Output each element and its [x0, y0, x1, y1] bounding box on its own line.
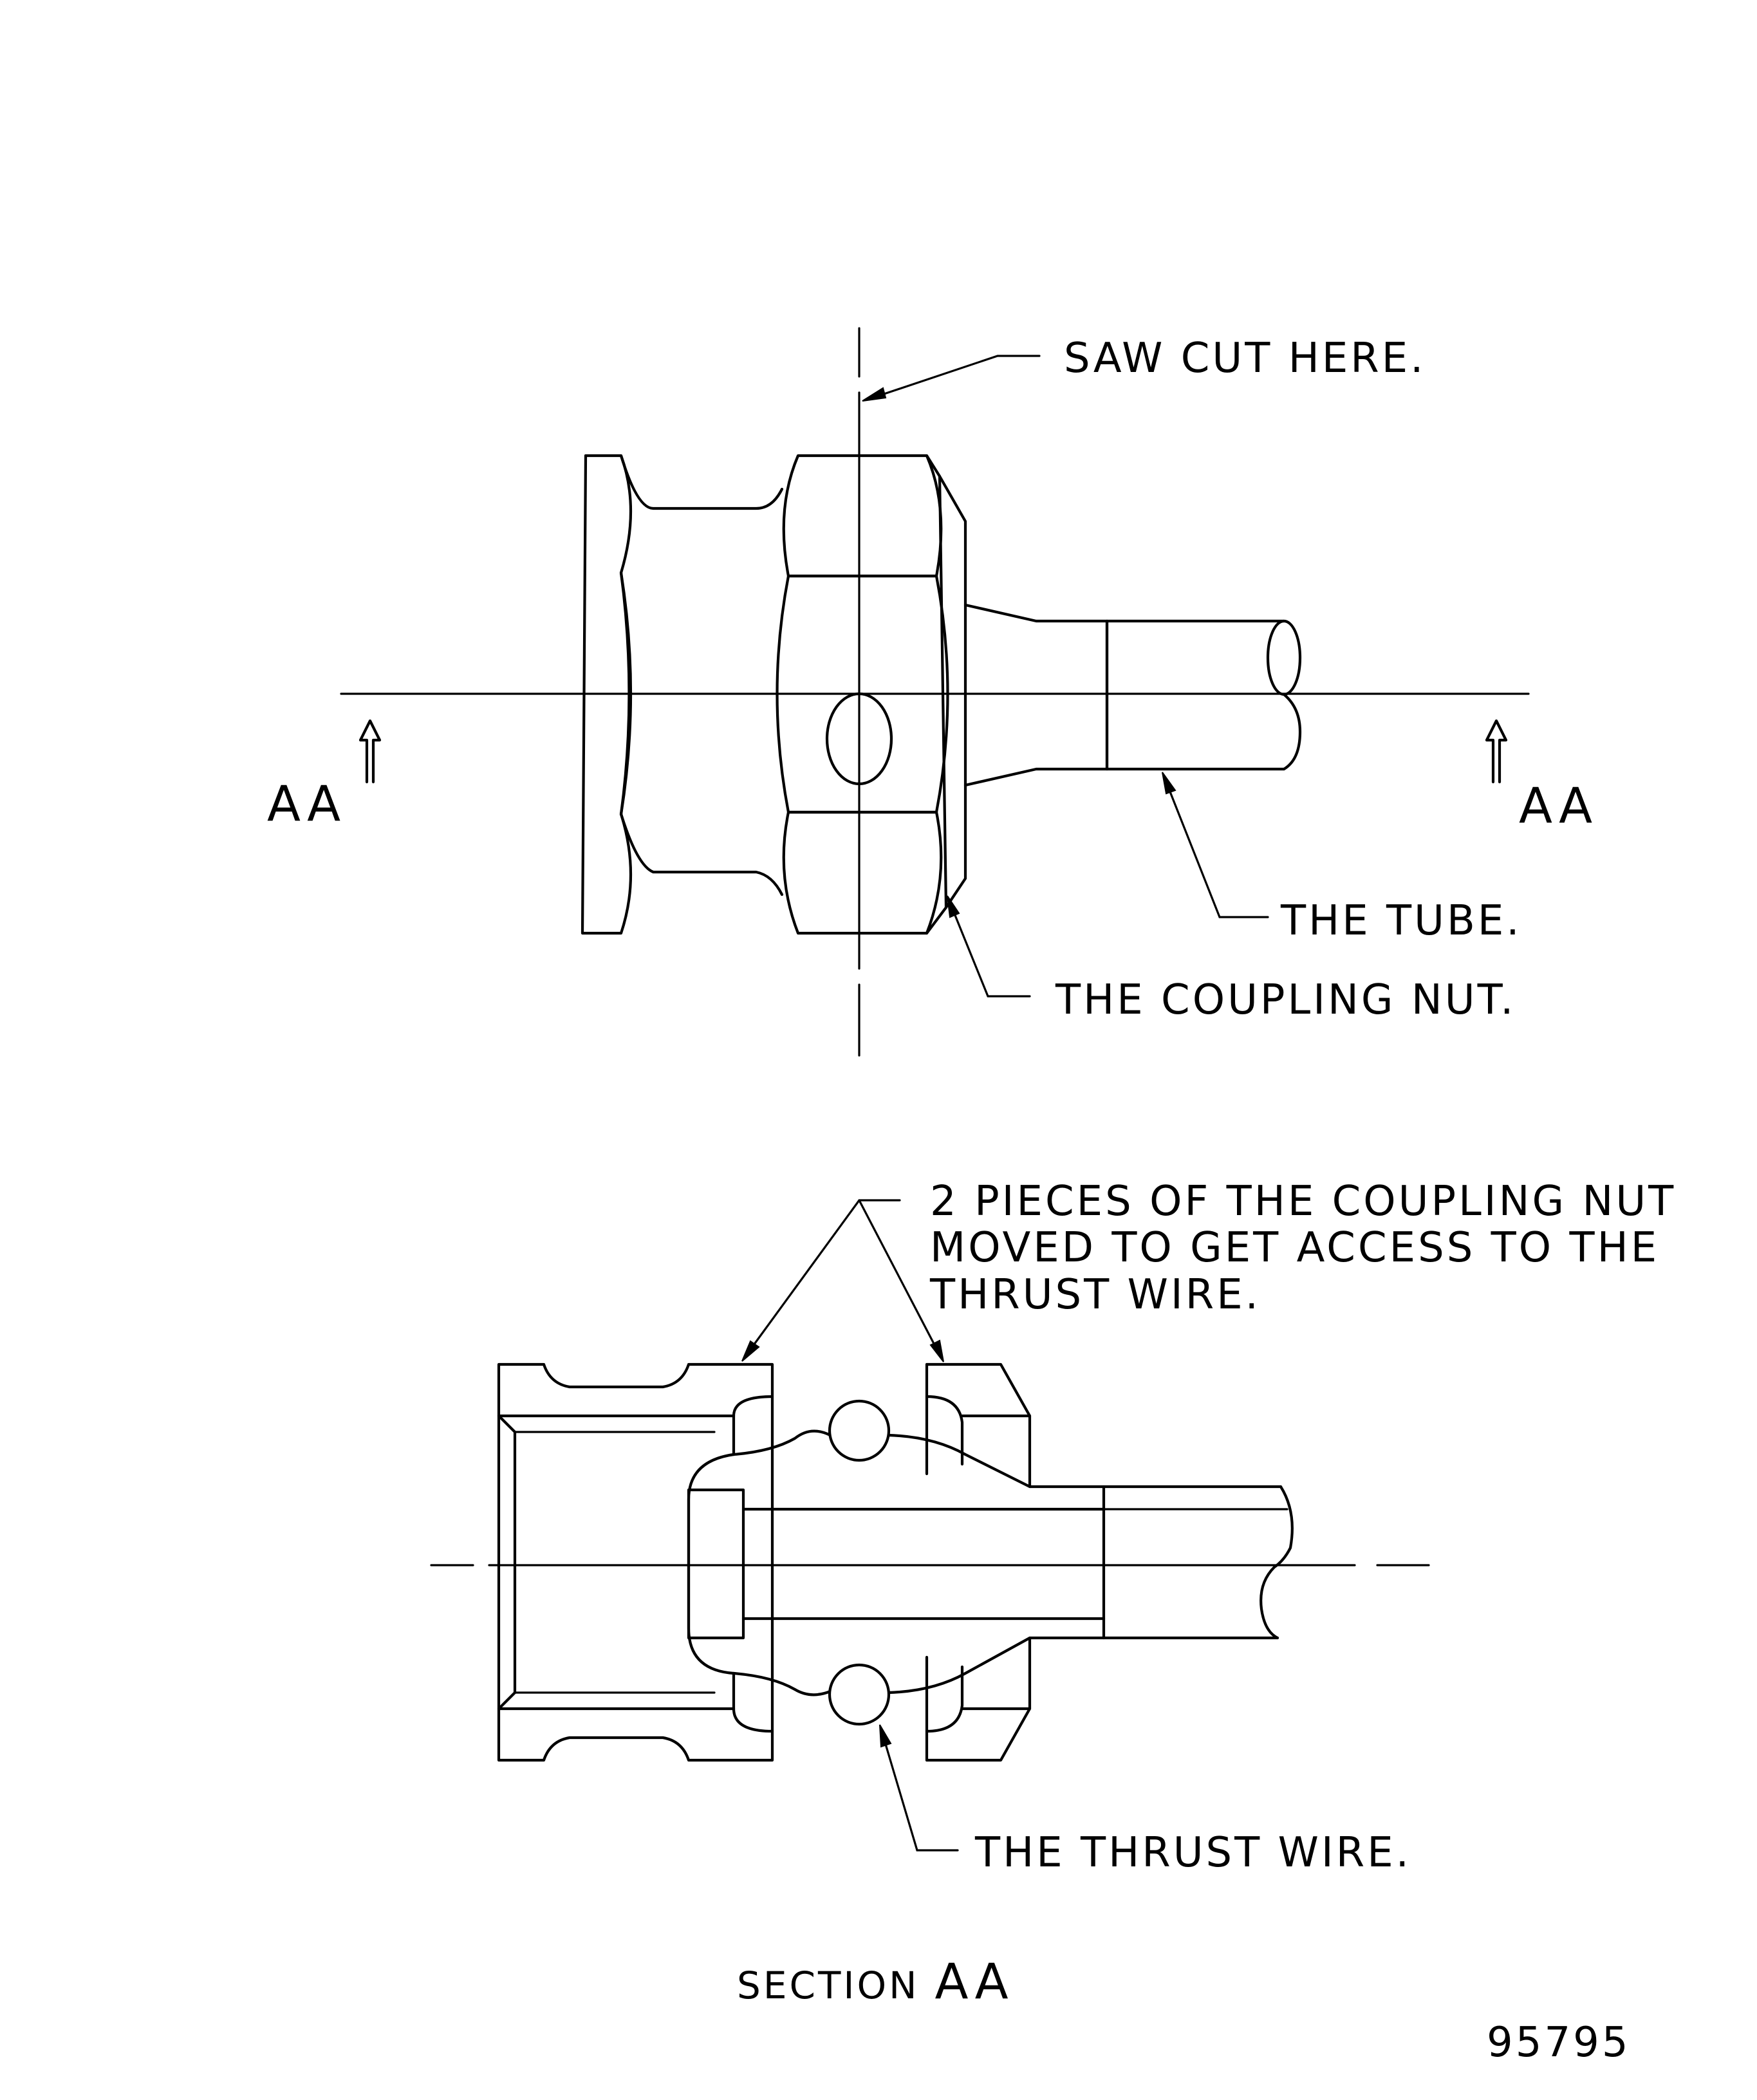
- pieces-label-line2: MOVED TO GET ACCESS TO THE: [930, 1224, 1659, 1272]
- coupling-nut-hex: [776, 454, 967, 935]
- pieces-leader: [741, 1199, 944, 1362]
- section-label-left: AA: [267, 775, 346, 832]
- coupling-nut-piece-left: [497, 1362, 774, 1762]
- figure-number: 95795: [1487, 2019, 1631, 2067]
- section-title: SECTION AA: [737, 1953, 1014, 2010]
- section-arrow-right: [1485, 719, 1508, 784]
- tube-leader: [1162, 772, 1269, 918]
- coupling-nut-piece-right: [925, 1362, 1032, 1762]
- section-view: 2 PIECES OF THE COUPLING NUT MOVED TO GE…: [430, 1178, 1676, 2067]
- nut-hole: [825, 692, 893, 786]
- thrust-wire-label: THE THRUST WIRE.: [974, 1829, 1411, 1877]
- thrust-wire-bottom: [828, 1663, 891, 1726]
- section-title-suffix: AA: [935, 1953, 1014, 2010]
- saw-cut-leader: [862, 355, 1041, 402]
- section-arrow-left: [358, 719, 382, 784]
- saw-cut-label: SAW CUT HERE.: [1064, 335, 1426, 382]
- top-view: SAW CUT HERE. THE COUPLING NUT. THE TUBE…: [267, 327, 1597, 1057]
- tube: [963, 603, 1302, 787]
- pieces-label-line1: 2 PIECES OF THE COUPLING NUT: [930, 1178, 1676, 1225]
- thrust-wire-leader: [879, 1724, 959, 1852]
- pieces-label-line3: THRUST WIRE.: [929, 1271, 1261, 1319]
- tube-label: THE TUBE.: [1280, 897, 1522, 945]
- thrust-wire-top: [828, 1399, 891, 1462]
- section-label-right: AA: [1519, 777, 1597, 834]
- nut-flange: [581, 454, 784, 935]
- coupling-nut-label: THE COUPLING NUT.: [1055, 976, 1516, 1024]
- tube-fitting: [687, 1429, 1294, 1696]
- coupling-nut-leader: [947, 895, 1031, 998]
- section-title-prefix: SECTION: [737, 1964, 920, 2007]
